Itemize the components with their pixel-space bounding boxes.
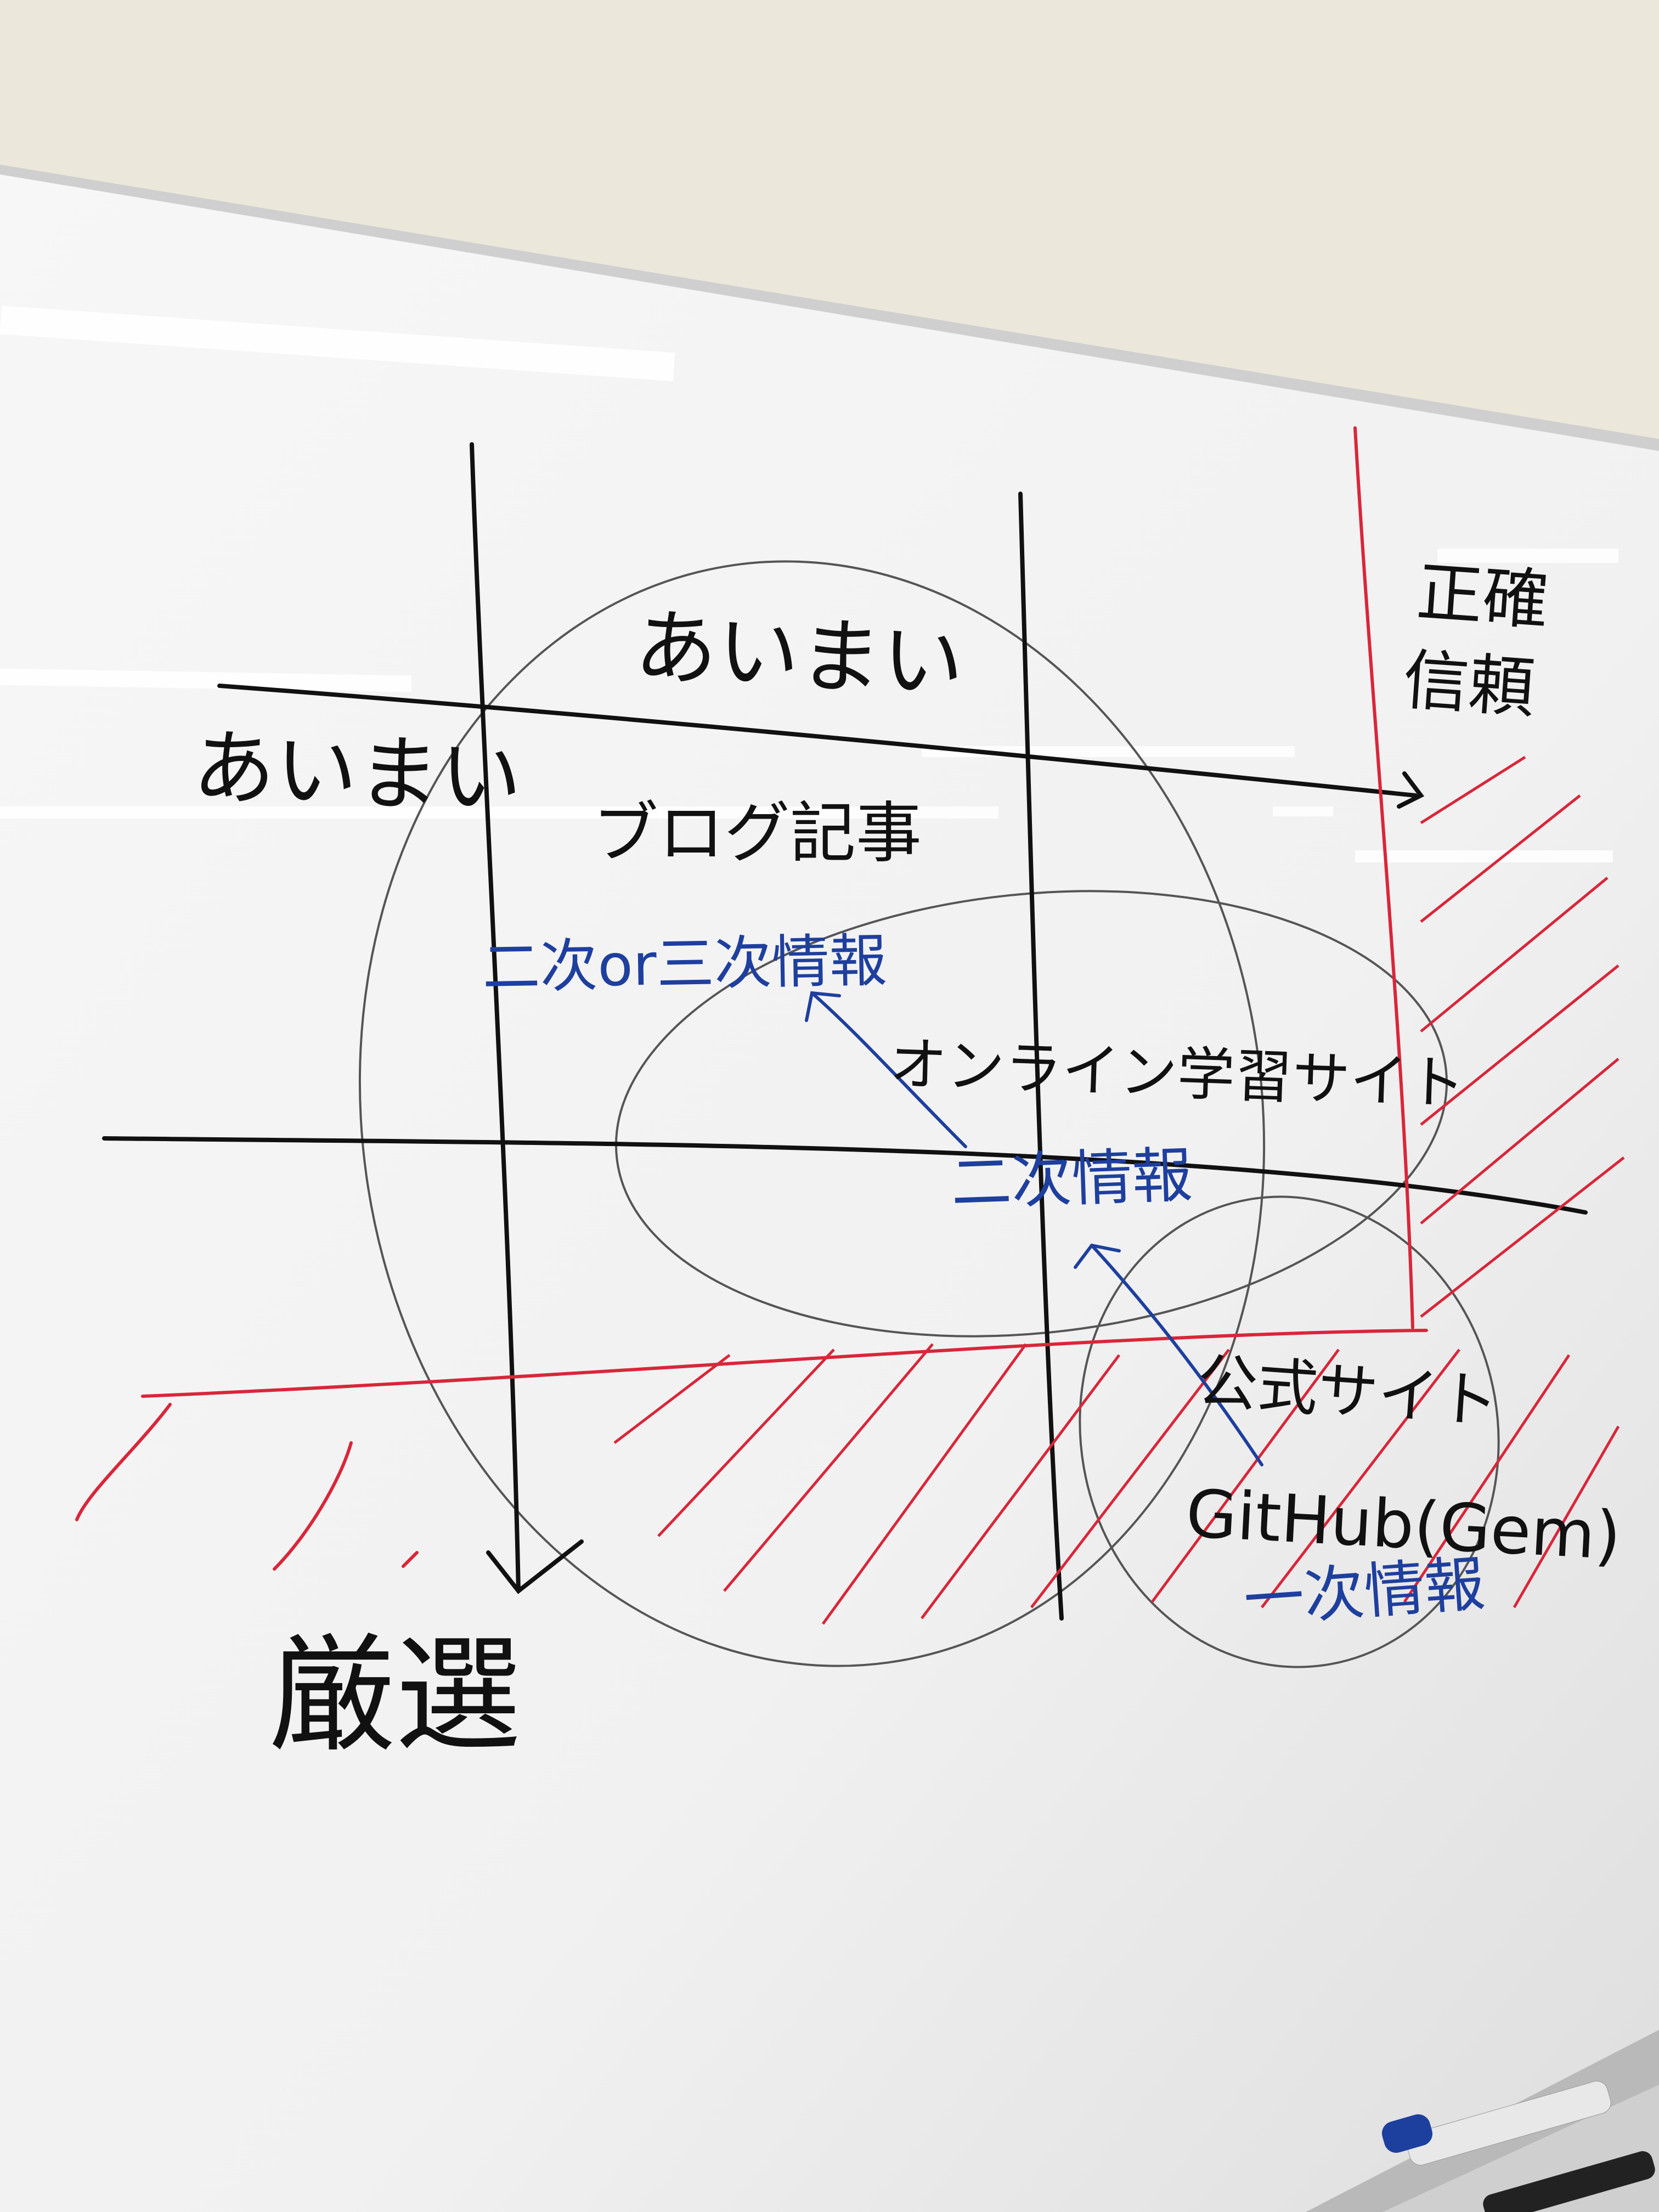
right-axis-label-line1: 正確 (1414, 554, 1551, 639)
left-axis-label: あいまい (191, 720, 524, 827)
official-region-outline (1079, 1195, 1500, 1668)
axes (102, 442, 1588, 1621)
divider-vertical (1018, 492, 1064, 1621)
down-arrow-icon (486, 1539, 584, 1594)
top-axis-label: あいまい (633, 599, 966, 712)
light-reflections (0, 306, 1618, 862)
blue-labels: 二次or三次情報 二次情報 一次情報 (482, 927, 1487, 1635)
blog-region-outline (358, 560, 1266, 1667)
blog-info-label: 二次or三次情報 (482, 927, 887, 1001)
red-hatching-right (1420, 755, 1625, 1318)
red-vertical-line (1353, 426, 1414, 1329)
official-info-label: 一次情報 (1242, 1549, 1487, 1635)
arrow-secondary-to-blog (810, 991, 967, 1148)
red-markings (75, 426, 1428, 1571)
blue-arrows (805, 991, 1263, 1466)
vertical-axis (470, 442, 521, 1593)
board-surface (0, 174, 1659, 2212)
horizontal-axis (217, 684, 1418, 798)
divider-horizontal (102, 1136, 1588, 1215)
red-hatching-bottom (613, 1343, 1620, 1625)
marker-icon (1381, 2081, 1655, 2212)
region-outlines (358, 560, 1500, 1668)
blog-label: ブログ記事 (592, 795, 922, 872)
online-learning-region-outline (615, 890, 1448, 1338)
right-axis-label-line2: 信頼 (1401, 642, 1537, 727)
arrow-primary-to-secondary (1090, 1244, 1263, 1466)
online-learning-info-label: 二次情報 (950, 1140, 1193, 1218)
red-horizontal-line (141, 1329, 1428, 1398)
right-arrow-icon (1397, 771, 1425, 809)
bottom-axis-label: 厳選 (269, 1623, 521, 1769)
